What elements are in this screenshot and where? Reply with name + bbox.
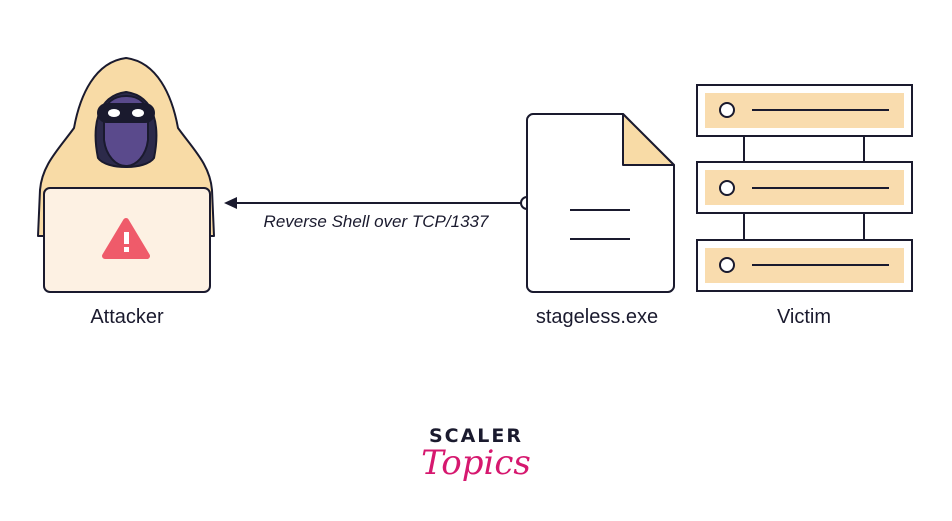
left-eye: [108, 109, 120, 117]
server-led: [719, 257, 735, 273]
server-unit: [696, 161, 913, 214]
server-unit: [696, 239, 913, 292]
file-corner-fold: [622, 113, 675, 166]
server-icon: [696, 84, 913, 292]
attacker-icon: [37, 57, 215, 293]
right-eye: [132, 109, 144, 117]
connection-label: Reverse Shell over TCP/1337: [263, 212, 489, 231]
payload-label: stageless.exe: [535, 306, 659, 328]
attacker-label: Attacker: [90, 306, 164, 328]
arrowhead-icon: [224, 197, 237, 209]
logo-scaler: SCALER: [428, 425, 524, 447]
server-led: [719, 180, 735, 196]
server-unit: [696, 84, 913, 137]
file-page: [526, 113, 675, 293]
file-icon: [526, 113, 675, 293]
eye-band: [97, 103, 155, 123]
server-led: [719, 102, 735, 118]
logo-topics: Topics: [421, 443, 531, 483]
victim-label: Victim: [776, 306, 832, 328]
reverse-shell-connection: [224, 196, 534, 210]
